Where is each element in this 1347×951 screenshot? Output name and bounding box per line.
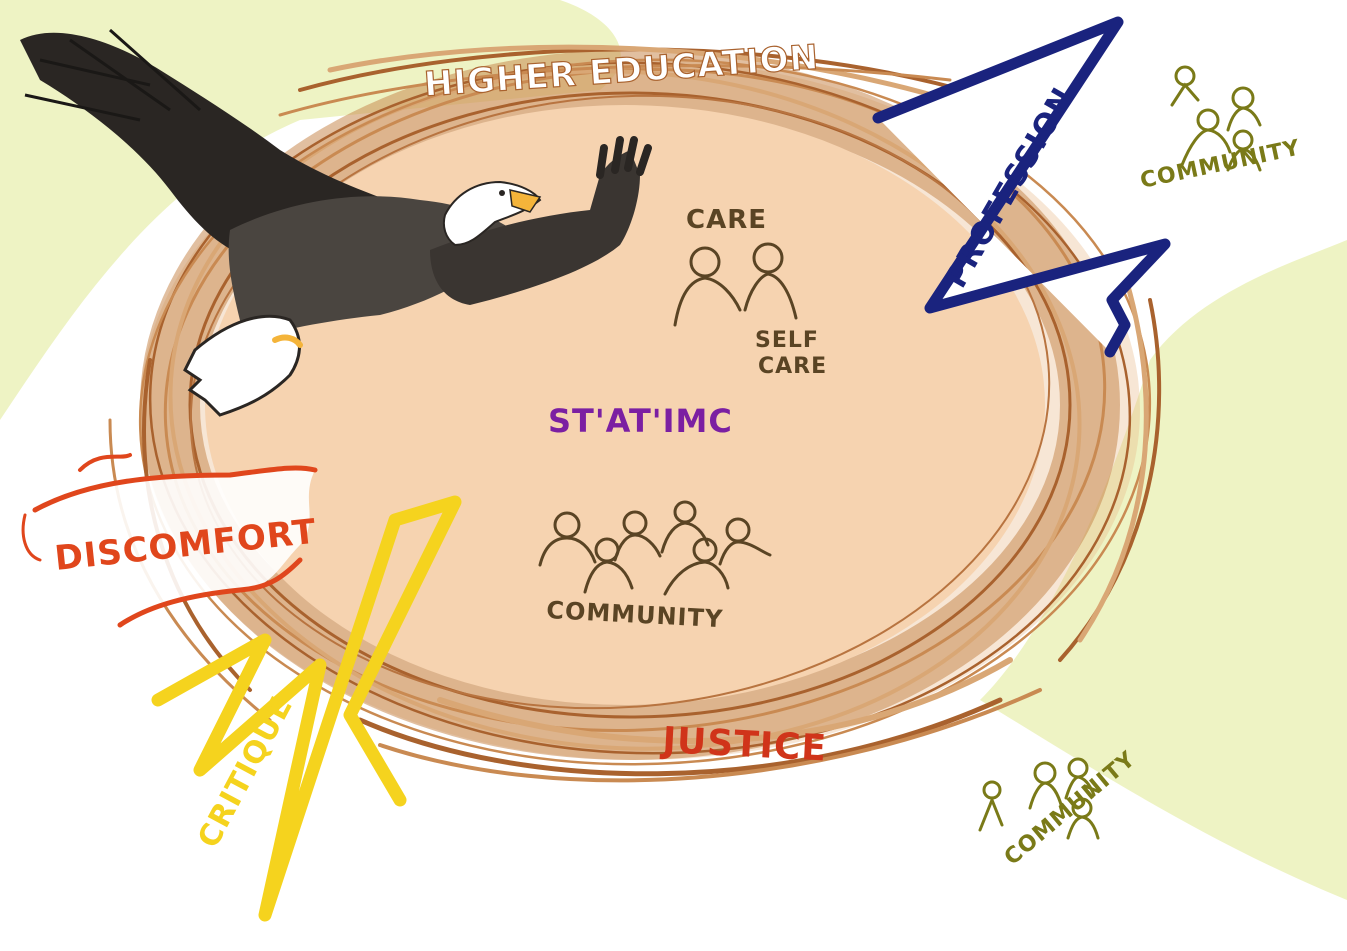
community-top-right-people — [1170, 65, 1262, 172]
center-community-people — [538, 500, 772, 596]
profession-bolt — [872, 16, 1171, 358]
care-people — [673, 242, 798, 327]
self-care-label-line1: SELF — [755, 328, 819, 353]
self-care-label-line2: CARE — [758, 354, 827, 379]
community-bottom-right-people — [978, 757, 1100, 840]
critique-bolt — [151, 495, 462, 922]
discomfort-banner — [21, 453, 318, 628]
justice-label: JUSTICE — [659, 720, 828, 770]
care-label: CARE — [686, 205, 767, 235]
eagle — [20, 28, 652, 417]
statimc-label: ST'AT'IMC — [548, 402, 733, 440]
